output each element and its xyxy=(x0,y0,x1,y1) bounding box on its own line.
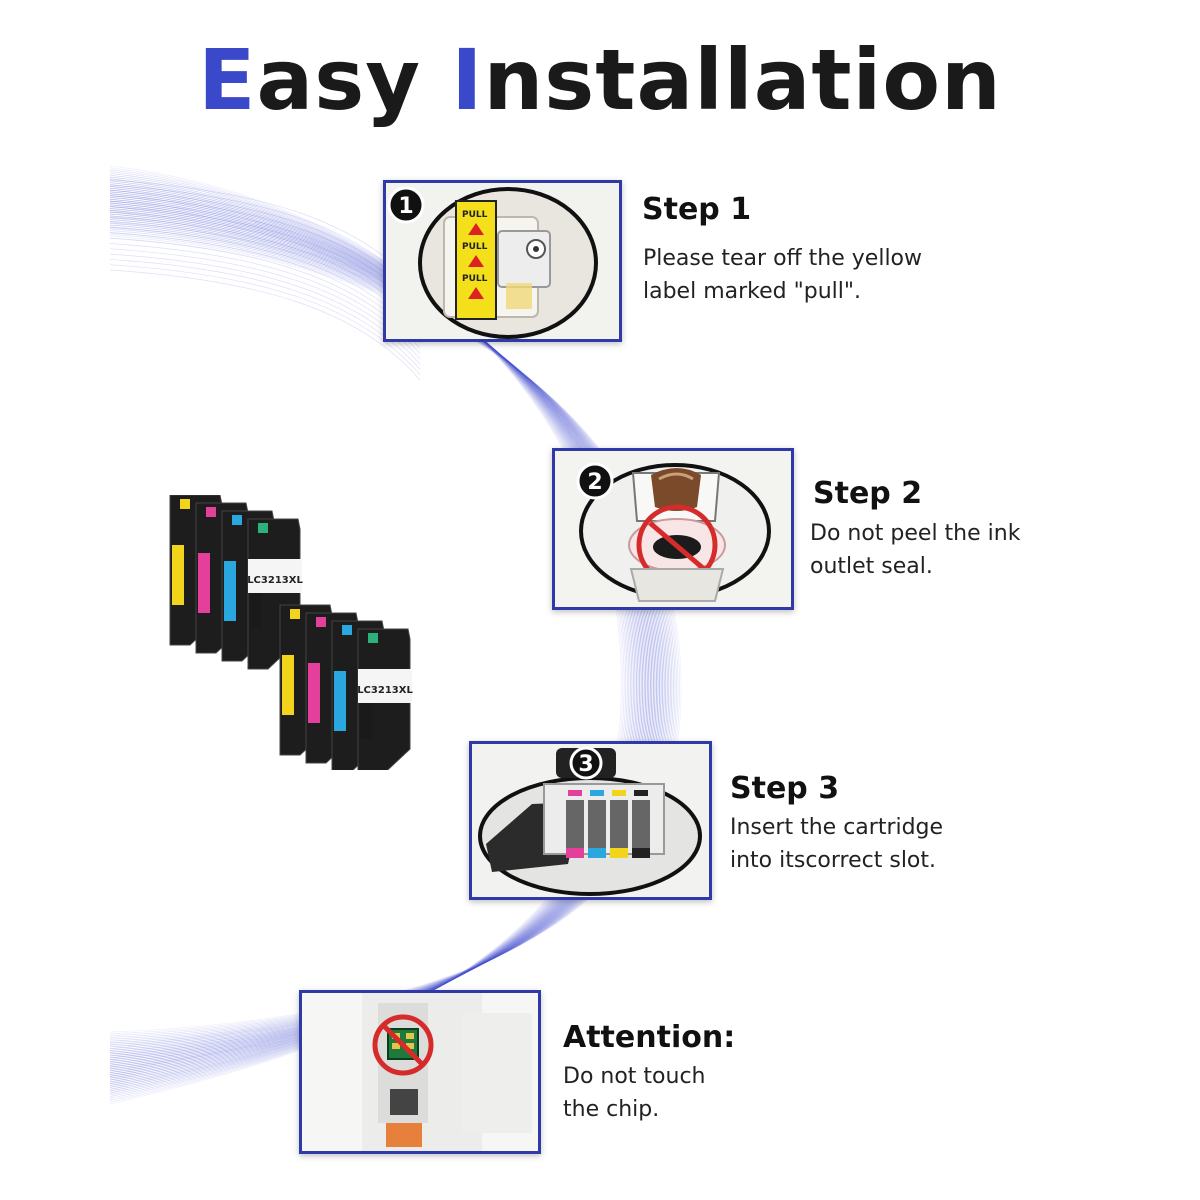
step-3-image: 3 xyxy=(469,741,712,900)
step-2-heading: Step 2 xyxy=(813,476,923,511)
attention-text: Do not touch the chip. xyxy=(563,1064,706,1122)
chip-warning-icon xyxy=(302,993,538,1151)
pull-label-icon: PULL PULL PULL 1 xyxy=(386,183,619,339)
step-1-badge: 1 xyxy=(398,194,413,219)
ink-outlet-seal-icon: 2 xyxy=(555,451,791,607)
step-2-image: 2 xyxy=(552,448,794,610)
step-3-badge: 3 xyxy=(578,752,593,777)
step-1-image: PULL PULL PULL 1 xyxy=(383,180,622,342)
attention-image xyxy=(299,990,541,1154)
step-2-badge: 2 xyxy=(587,470,602,495)
title-accent-letter-e: E xyxy=(198,31,257,129)
cartridge-label-text: LC3213XL xyxy=(247,575,303,586)
step-2-text: Do not peel the ink outlet seal. xyxy=(810,521,1021,579)
ink-cartridge-set-icon: LC3213XL LC3213XL xyxy=(169,495,413,770)
step-3-text: Insert the cartridge into itscorrect slo… xyxy=(730,815,944,873)
page-title: Easy Installation xyxy=(0,30,1200,130)
step-1-heading: Step 1 xyxy=(642,192,752,227)
cartridge-slot-icon: 3 xyxy=(472,744,709,897)
pull-label-text: PULL xyxy=(462,274,488,284)
title-word-installation: nstallation xyxy=(483,31,1002,129)
title-accent-letter-i: I xyxy=(451,31,484,129)
pull-label-text: PULL xyxy=(462,210,488,220)
step-3-heading: Step 3 xyxy=(730,771,840,806)
pull-label-text: PULL xyxy=(462,242,488,252)
cartridge-label-text: LC3213XL xyxy=(357,685,413,696)
step-1-text: Please tear off the yellow label marked … xyxy=(643,246,923,304)
attention-heading: Attention: xyxy=(563,1020,736,1055)
title-word-easy: asy xyxy=(256,31,452,129)
